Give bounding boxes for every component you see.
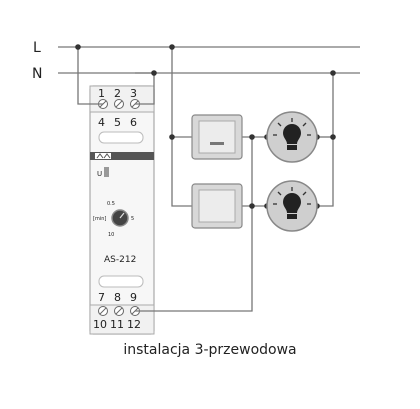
bottom-terminal-screws bbox=[98, 306, 140, 316]
terminal-7: 7 bbox=[98, 291, 105, 304]
wire-l-to-terminal-1 bbox=[77, 47, 103, 105]
fif-logo bbox=[95, 153, 111, 159]
relay-device: 1 2 3 4 5 6 U 0.5 [min] 5 10 AS-212 7 8 … bbox=[89, 85, 155, 335]
terminal-12: 12 bbox=[127, 318, 141, 331]
wire-n-to-terminal-3 bbox=[135, 72, 155, 105]
terminal-8: 8 bbox=[114, 291, 121, 304]
dial-label-bottom: 10 bbox=[108, 232, 114, 238]
terminal-3: 3 bbox=[130, 87, 137, 100]
indicator-led bbox=[104, 167, 109, 177]
terminal-5: 5 bbox=[114, 116, 121, 129]
dial-label-top: 0.5 bbox=[107, 201, 115, 207]
wire-n-to-lamps bbox=[317, 73, 334, 207]
diagram-caption: instalacja 3-przewodowa bbox=[123, 342, 297, 358]
terminal-10: 10 bbox=[93, 318, 107, 331]
logo-band bbox=[90, 152, 154, 160]
terminal-9: 9 bbox=[130, 291, 137, 304]
top-slot bbox=[98, 131, 144, 144]
time-dial bbox=[111, 209, 129, 227]
lower-lamp-icon bbox=[266, 180, 318, 232]
wire-control-to-terminal-12 bbox=[135, 137, 253, 312]
line-label-l: L bbox=[33, 40, 41, 56]
model-label: AS-212 bbox=[104, 255, 136, 265]
upper-lamp-icon bbox=[266, 111, 318, 163]
top-terminal-screws bbox=[98, 99, 140, 109]
terminal-2: 2 bbox=[114, 87, 121, 100]
line-label-n: N bbox=[32, 66, 42, 82]
dial-label-left: [min] bbox=[93, 216, 106, 222]
lower-pushbutton-switch-icon bbox=[191, 183, 243, 229]
dial-label-right: 5 bbox=[131, 216, 134, 222]
upper-pushbutton-switch-icon bbox=[191, 114, 243, 160]
terminal-1: 1 bbox=[98, 87, 105, 100]
wire-l-to-switches bbox=[171, 47, 192, 207]
terminal-4: 4 bbox=[98, 116, 105, 129]
indicator-label: U bbox=[97, 170, 102, 178]
terminal-11: 11 bbox=[110, 318, 124, 331]
bottom-slot bbox=[98, 275, 144, 288]
terminal-6: 6 bbox=[130, 116, 137, 129]
